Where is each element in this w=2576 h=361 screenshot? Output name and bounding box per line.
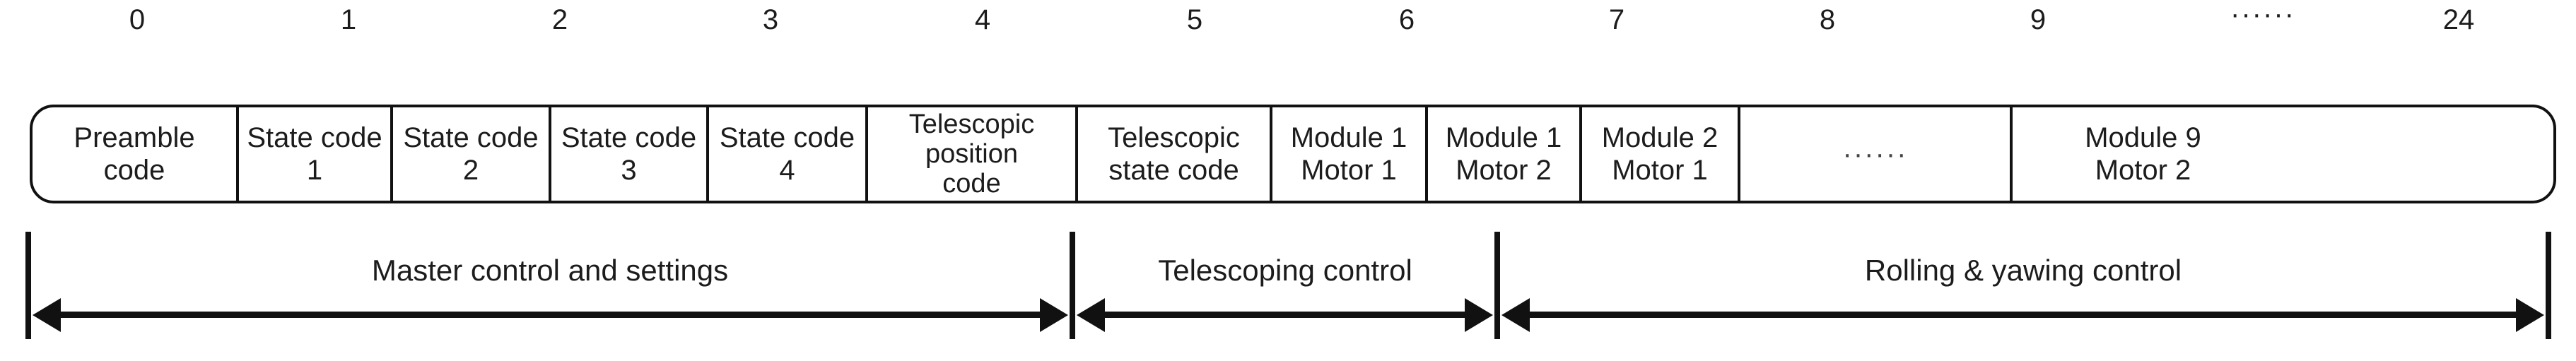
frame-cell-line: Telescopic (1108, 122, 1240, 153)
byte-index-label: 9 (2030, 4, 2047, 35)
byte-index-label: 4 (974, 4, 991, 35)
byte-index-label: 8 (1819, 4, 1836, 35)
byte-index-label: 5 (1186, 4, 1203, 35)
frame-cell-line: position (925, 139, 1018, 169)
frame-cell-line: Module 1 (1290, 122, 1407, 153)
frame-cell-line: code (103, 155, 165, 186)
byte-index-label: 2 (551, 4, 568, 35)
span-arrowhead-right (2516, 298, 2544, 332)
span-boundary-tick (25, 232, 31, 339)
frame-cell-line: code (942, 169, 1001, 199)
byte-index-label: 24 (2442, 4, 2475, 35)
frame-cell-line: 2 (462, 155, 479, 186)
frame-cell-line: Motor 1 (1612, 155, 1708, 186)
byte-index-label: 0 (129, 4, 146, 35)
span-arrow-line (1530, 312, 2516, 318)
frame-cell-ellipsis: ······ (1738, 107, 2010, 201)
frame-cell-line: Motor 2 (2095, 155, 2191, 186)
span-label: Master control and settings (371, 254, 729, 287)
frame-cell-line: State code (561, 122, 697, 153)
span-arrowhead-right (1465, 298, 1493, 332)
span-label: Telescoping control (1158, 254, 1412, 287)
span-arrow-line (1105, 312, 1465, 318)
frame-cell-line: Motor 2 (1456, 155, 1552, 186)
frame-cell-line: ······ (1842, 138, 1908, 170)
span-arrowhead-right (1040, 298, 1068, 332)
frame-cell-line: 4 (779, 155, 795, 186)
frame-cell-line: 1 (306, 155, 323, 186)
frame-cell-line: Module 1 (1445, 122, 1562, 153)
frame-cell-line: Module 2 (1601, 122, 1719, 153)
frame-cell-line: state code (1108, 155, 1239, 186)
frame-cell-line: Preamble (74, 122, 195, 153)
byte-index-label: 3 (762, 4, 779, 35)
span-boundary-tick (1494, 232, 1500, 339)
span-arrow-row: Master control and settings Telescoping c… (0, 212, 2576, 361)
span-boundary-tick (2546, 232, 2551, 339)
span-arrowhead-left (1077, 298, 1105, 332)
frame-cell-line: State code (247, 122, 382, 153)
frame-cell-line: Module 9 (2085, 122, 2201, 153)
byte-index-row: 0 1 2 3 4 5 6 7 8 9 ······ 24 (0, 0, 2576, 76)
span-arrowhead-left (1501, 298, 1530, 332)
frame-cell-line: State code (719, 122, 855, 153)
span-arrow-line (61, 312, 1040, 318)
byte-index-label: 1 (340, 4, 357, 35)
byte-index-label: 6 (1398, 4, 1415, 35)
span-arrowhead-left (33, 298, 61, 332)
frame-cell-line: 3 (621, 155, 637, 186)
span-label: Rolling & yawing control (1864, 254, 2182, 287)
frame-cell-line: Motor 1 (1301, 155, 1397, 186)
frame-cell-line: Telescopic (908, 110, 1035, 139)
frame-cell-line: State code (403, 122, 539, 153)
byte-index-label: 7 (1608, 4, 1625, 35)
byte-index-ellipsis: ······ (2230, 0, 2295, 30)
span-boundary-tick (1070, 232, 1075, 339)
